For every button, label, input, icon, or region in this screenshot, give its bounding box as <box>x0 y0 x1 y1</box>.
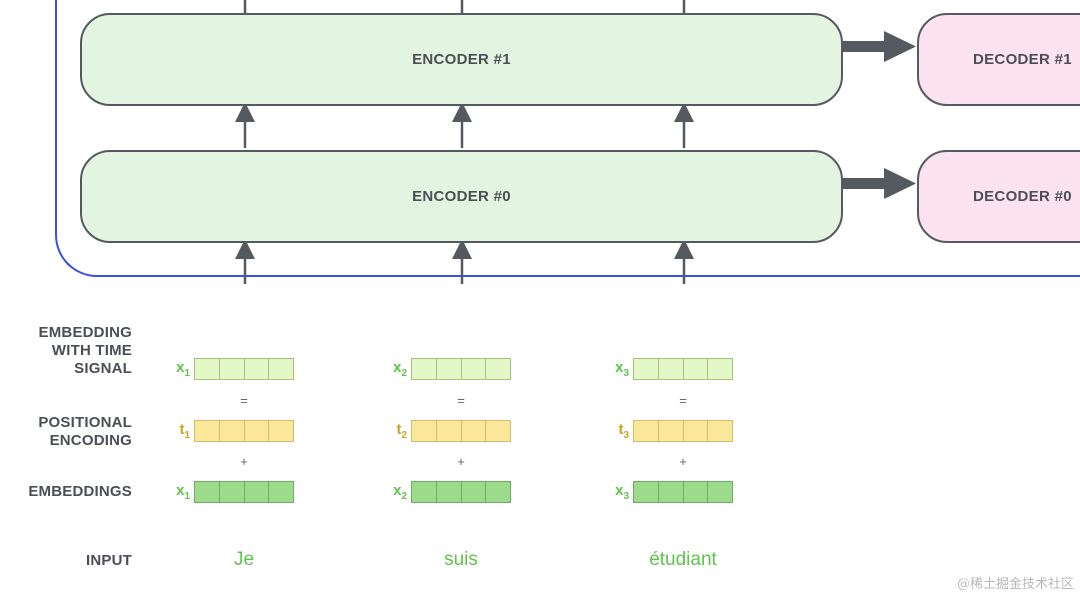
plus-sign: + <box>457 454 465 469</box>
time-signal-vector <box>633 358 733 380</box>
vector-cell <box>634 421 659 441</box>
vector-cell <box>708 421 732 441</box>
watermark: @稀土掘金技术社区 <box>956 577 1074 592</box>
vector-cell <box>486 421 510 441</box>
arrow-right-head <box>884 31 916 62</box>
vector-cell <box>659 359 684 379</box>
arrow-right-head <box>884 168 916 199</box>
vector-cell <box>220 421 245 441</box>
vector-cell <box>269 482 293 502</box>
vector-cell <box>195 421 220 441</box>
equals-sign: = <box>679 393 687 408</box>
vector-cell <box>708 482 732 502</box>
vector-cell <box>486 359 510 379</box>
decoder-0-box: DECODER #0 <box>917 150 1080 243</box>
vector-cell <box>195 359 220 379</box>
embedding-time-signal-label: EMBEDDING WITH TIME SIGNAL <box>38 324 132 377</box>
vector-cell <box>708 359 732 379</box>
positional-vector <box>411 420 511 442</box>
decoder-0-label: DECODER #0 <box>973 188 1072 205</box>
vector-cell <box>412 359 437 379</box>
embedding-vector <box>411 481 511 503</box>
positional-symbol: t1 <box>179 421 190 441</box>
positional-symbol: t2 <box>396 421 407 441</box>
vector-cell <box>659 421 684 441</box>
vector-cell <box>462 359 487 379</box>
vector-cell <box>412 482 437 502</box>
encoder-1-label: ENCODER #1 <box>412 51 511 68</box>
positional-symbol: t3 <box>618 421 629 441</box>
vector-cell <box>659 482 684 502</box>
encoder-0-label: ENCODER #0 <box>412 188 511 205</box>
time-signal-vector <box>411 358 511 380</box>
embedding-vector <box>194 481 294 503</box>
embedding-vector <box>633 481 733 503</box>
equals-sign: = <box>457 393 465 408</box>
vector-cell <box>220 359 245 379</box>
embedding-symbol: x3 <box>615 482 629 502</box>
positional-vector <box>194 420 294 442</box>
input-label: INPUT <box>86 552 132 569</box>
input-word: étudiant <box>649 549 717 570</box>
positional-encoding-label: POSITIONAL ENCODING <box>38 414 132 449</box>
vector-cell <box>245 359 270 379</box>
vector-cell <box>269 421 293 441</box>
encoder-stack-frame <box>55 0 1080 277</box>
vector-cell <box>462 482 487 502</box>
embeddings-label: EMBEDDINGS <box>28 483 132 500</box>
embedding-symbol: x2 <box>393 359 407 379</box>
vector-cell <box>462 421 487 441</box>
decoder-1-label: DECODER #1 <box>973 51 1072 68</box>
vector-cell <box>437 421 462 441</box>
embedding-symbol: x1 <box>176 482 190 502</box>
positional-vector <box>633 420 733 442</box>
plus-sign: + <box>679 454 687 469</box>
embedding-symbol: x2 <box>393 482 407 502</box>
vector-cell <box>220 482 245 502</box>
vector-cell <box>269 359 293 379</box>
encoder-0-box: ENCODER #0 <box>80 150 843 243</box>
vector-cell <box>245 421 270 441</box>
vector-cell <box>437 482 462 502</box>
vector-cell <box>486 482 510 502</box>
arrow-right <box>843 178 887 189</box>
plus-sign: + <box>240 454 248 469</box>
embedding-symbol: x1 <box>176 359 190 379</box>
arrow-right <box>843 41 887 52</box>
vector-cell <box>684 421 709 441</box>
time-signal-vector <box>194 358 294 380</box>
decoder-1-box: DECODER #1 <box>917 13 1080 106</box>
embedding-symbol: x3 <box>615 359 629 379</box>
vector-cell <box>634 359 659 379</box>
vector-cell <box>684 359 709 379</box>
input-word: Je <box>233 549 255 570</box>
input-word: suis <box>444 549 478 570</box>
vector-cell <box>634 482 659 502</box>
vector-cell <box>245 482 270 502</box>
vector-cell <box>412 421 437 441</box>
vector-cell <box>195 482 220 502</box>
encoder-1-box: ENCODER #1 <box>80 13 843 106</box>
vector-cell <box>684 482 709 502</box>
vector-cell <box>437 359 462 379</box>
equals-sign: = <box>240 393 248 408</box>
